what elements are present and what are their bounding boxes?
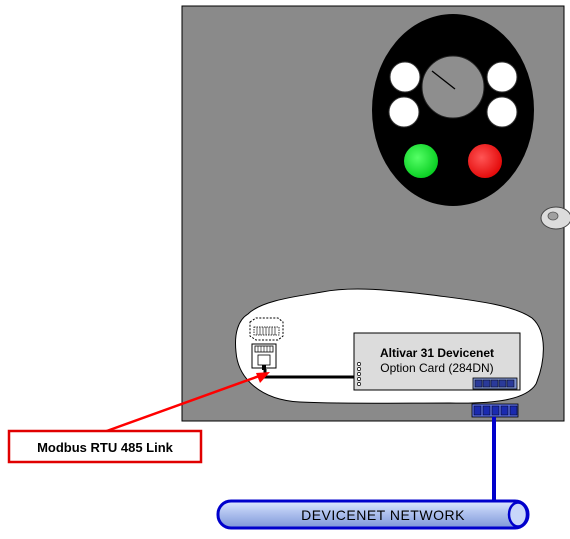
dial-pointer (431, 70, 456, 90)
key-down-right (486, 96, 518, 128)
card-pins (357, 362, 361, 386)
rj45-socket-upper (249, 317, 284, 341)
card-terminal-block (472, 377, 518, 390)
modbus-label-box (7, 429, 203, 464)
option-card-title: Altivar 31 Devicenet (380, 346, 494, 360)
modbus-label: Modbus RTU 485 Link (37, 440, 174, 455)
stop-button (468, 144, 502, 178)
devicenet-connector (471, 403, 519, 418)
network-label: DEVICENET NETWORK (301, 507, 465, 523)
key-up-left (389, 61, 421, 93)
key-down-left (388, 96, 420, 128)
devicenet-network-pipe (216, 499, 530, 530)
option-card-subtitle: Option Card (284DN) (380, 361, 493, 375)
modbus-arrow-line (103, 373, 263, 434)
key-up-right (486, 61, 518, 93)
modbus-arrowhead (256, 372, 270, 383)
modbus-port (251, 343, 277, 370)
run-button (404, 144, 438, 178)
